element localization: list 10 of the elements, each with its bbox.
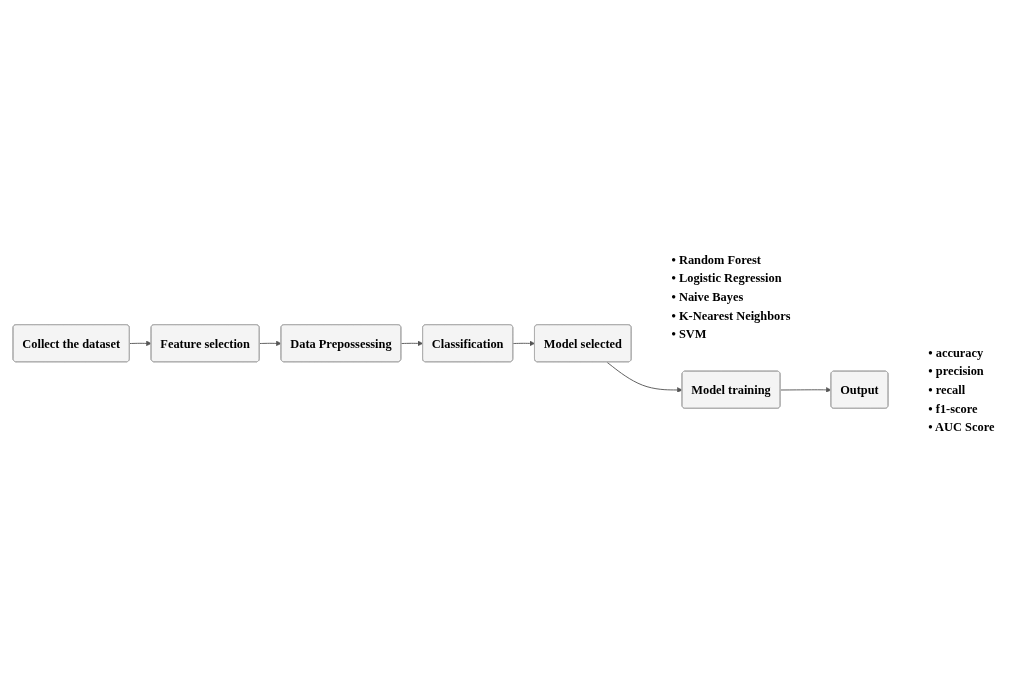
node-label: • accuracy xyxy=(928,345,984,360)
node-label: • f1-score xyxy=(928,401,978,415)
node-label: • recall xyxy=(928,382,966,397)
node-label: • AUC Score xyxy=(928,419,995,434)
node-label: • Naive Bayes xyxy=(671,289,744,304)
node-label: • K-Nearest Neighbors xyxy=(671,308,791,322)
node-label: • Logistic Regression xyxy=(671,271,782,285)
node-label: • precision xyxy=(928,364,984,378)
node-label: • Random Forest xyxy=(671,252,761,267)
node-label: • SVM xyxy=(671,326,707,341)
